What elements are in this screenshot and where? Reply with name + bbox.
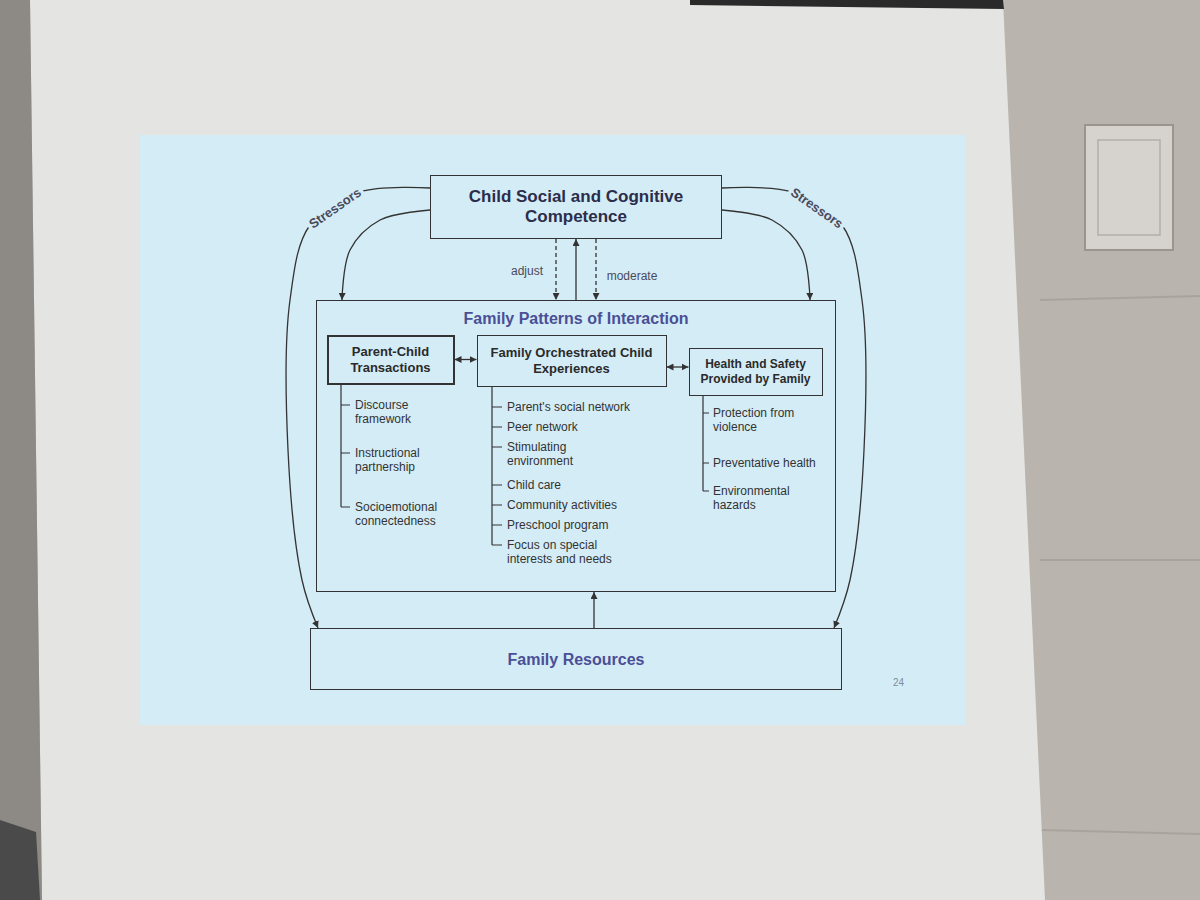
group-heading: Family Patterns of Interaction [323, 309, 829, 328]
connector-arrow [555, 239, 556, 300]
screen-edge-shadow [0, 0, 42, 900]
stressor-arrow [722, 210, 810, 300]
box-text: Child Social and Cognitive Competence [469, 187, 684, 227]
list-item: Community activities [507, 498, 657, 512]
stressor-arrow [342, 210, 430, 300]
box-text: Parent-Child Transactions [335, 344, 447, 376]
connector-arrow [595, 239, 596, 300]
page-number: 24 [893, 676, 923, 690]
list-item: Instructional partnership [355, 446, 450, 474]
tree-line [341, 385, 350, 507]
process-box: Parent-Child Transactions [327, 335, 455, 385]
projection-screen [30, 0, 1045, 900]
list-item: Preventative health [713, 456, 823, 470]
list-item: Socioemotional connectedness [355, 500, 450, 528]
box-text: Health and Safety Provided by Family [696, 357, 816, 387]
tree-line [492, 387, 502, 545]
wall-plate-inner [1098, 140, 1160, 235]
list-item: Focus on special interests and needs [507, 538, 632, 566]
resource-box: Family Resources [310, 628, 842, 690]
wall-seam [1040, 559, 1200, 561]
wall-seam [1040, 296, 1200, 300]
list-item: Child care [507, 478, 657, 492]
edge-label: moderate [604, 269, 661, 283]
connector-arrow [575, 239, 576, 300]
process-box: Family Orchestrated Child Experiences [477, 335, 667, 387]
list-item: Stimulating environment [507, 440, 607, 468]
slide [140, 135, 965, 725]
list-item: Parent's social network [507, 400, 657, 414]
screen-frame [690, 0, 1004, 9]
list-item: Discourse framework [355, 398, 450, 426]
wall-seam [1040, 830, 1200, 834]
outcome-box: Child Social and Cognitive Competence [430, 175, 722, 239]
box-text: Family Orchestrated Child Experiences [484, 345, 660, 377]
tree-lines [341, 385, 709, 545]
connector-arrow [455, 359, 477, 360]
tree-line [703, 396, 709, 491]
dark-corner [0, 820, 40, 900]
list-item: Preschool program [507, 518, 657, 532]
connector-arrow [593, 592, 594, 628]
edge-label: adjust [508, 264, 546, 278]
list-item: Peer network [507, 420, 657, 434]
process-box: Health and Safety Provided by Family [689, 348, 823, 396]
list-item: Environmental hazards [713, 484, 823, 512]
box-text: Family Resources [508, 650, 645, 669]
connector-arrow [667, 366, 689, 367]
list-item: Protection from violence [713, 406, 823, 434]
wall-plate [1085, 125, 1173, 250]
